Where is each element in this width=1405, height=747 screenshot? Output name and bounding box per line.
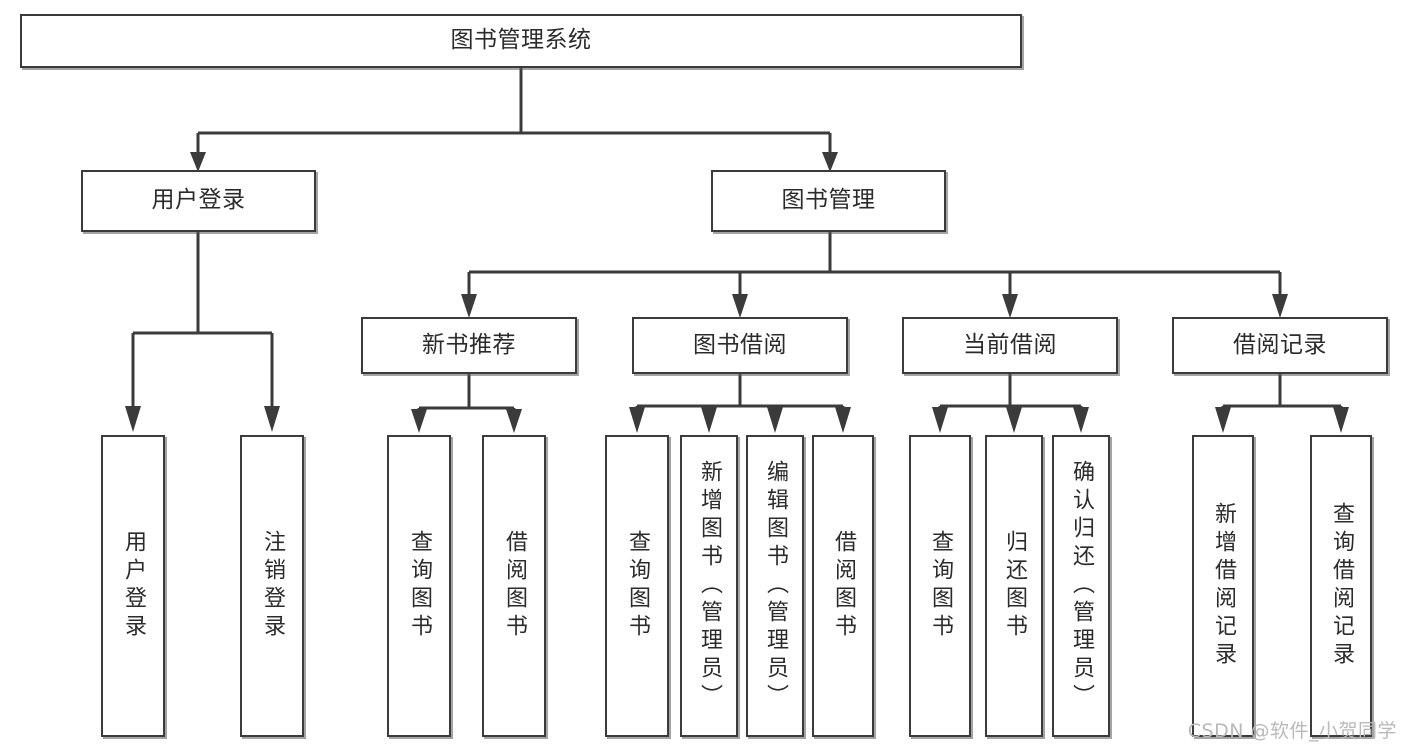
node-user-login-label: 用户登录 — [151, 187, 246, 214]
node-leaf-query-book-current-label: 查询图书 — [928, 530, 953, 642]
node-leaf-borrow-book-recommend-label: 借阅图书 — [502, 530, 527, 642]
node-leaf-borrow-book-recommend[interactable]: 借阅图书 — [482, 435, 546, 737]
node-leaf-add-borrow-record[interactable]: 新增借阅记录 — [1192, 435, 1254, 737]
node-current-borrow[interactable]: 当前借阅 — [902, 317, 1118, 374]
node-leaf-borrow-book-label: 借阅图书 — [831, 530, 856, 642]
node-new-book-recommend[interactable]: 新书推荐 — [361, 317, 577, 374]
node-leaf-query-book-recommend-label: 查询图书 — [407, 530, 432, 642]
node-leaf-return-book-label: 归还图书 — [1002, 530, 1027, 642]
node-leaf-edit-book-admin-label: 编辑图书（管理员） — [763, 460, 788, 712]
node-leaf-add-book-admin[interactable]: 新增图书（管理员） — [680, 435, 738, 737]
node-leaf-add-book-admin-label: 新增图书（管理员） — [697, 460, 722, 712]
node-book-borrow[interactable]: 图书借阅 — [632, 317, 848, 374]
node-current-borrow-label: 当前借阅 — [963, 331, 1057, 358]
node-borrow-record[interactable]: 借阅记录 — [1172, 317, 1388, 374]
node-leaf-logout[interactable]: 注销登录 — [240, 435, 304, 737]
node-leaf-edit-book-admin[interactable]: 编辑图书（管理员） — [746, 435, 804, 737]
node-leaf-query-borrow-record-label: 查询借阅记录 — [1329, 502, 1354, 670]
node-leaf-user-login-label: 用户登录 — [121, 530, 146, 642]
watermark-text: CSDN @软件_小贺同学 — [1187, 720, 1397, 742]
node-new-book-recommend-label: 新书推荐 — [422, 331, 516, 358]
node-leaf-query-book-borrow[interactable]: 查询图书 — [605, 435, 669, 737]
node-leaf-return-book[interactable]: 归还图书 — [985, 435, 1043, 737]
node-leaf-user-login[interactable]: 用户登录 — [101, 435, 165, 737]
node-leaf-confirm-return-admin[interactable]: 确认归还（管理员） — [1052, 435, 1110, 737]
node-leaf-query-book-recommend[interactable]: 查询图书 — [387, 435, 451, 737]
node-leaf-query-book-borrow-label: 查询图书 — [625, 530, 650, 642]
node-leaf-query-borrow-record[interactable]: 查询借阅记录 — [1310, 435, 1372, 737]
node-leaf-query-book-current[interactable]: 查询图书 — [909, 435, 971, 737]
node-book-borrow-label: 图书借阅 — [693, 331, 787, 358]
node-borrow-record-label: 借阅记录 — [1233, 331, 1327, 358]
node-book-manage[interactable]: 图书管理 — [711, 170, 946, 232]
node-leaf-logout-label: 注销登录 — [260, 530, 285, 642]
node-book-manage-label: 图书管理 — [781, 187, 876, 214]
node-user-login[interactable]: 用户登录 — [81, 170, 316, 232]
node-root[interactable]: 图书管理系统 — [20, 14, 1022, 68]
node-leaf-confirm-return-admin-label: 确认归还（管理员） — [1069, 460, 1094, 712]
node-leaf-add-borrow-record-label: 新增借阅记录 — [1211, 502, 1236, 670]
node-leaf-borrow-book[interactable]: 借阅图书 — [812, 435, 874, 737]
node-root-label: 图书管理系统 — [450, 27, 592, 54]
